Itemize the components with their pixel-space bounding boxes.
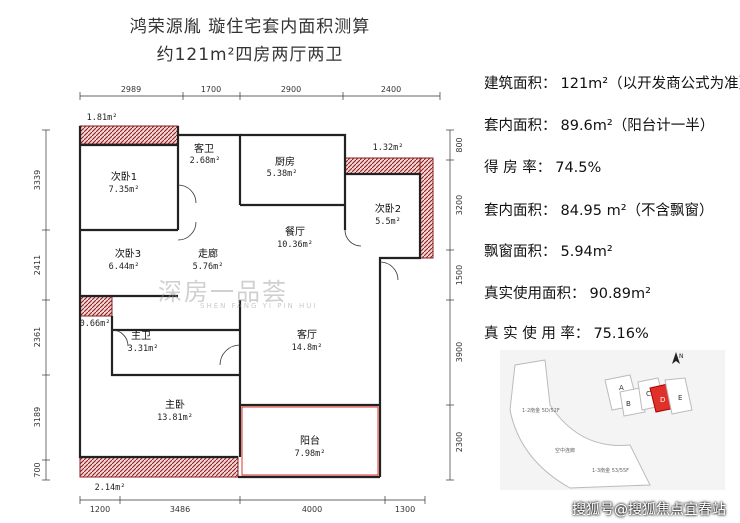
room-area: 6.44m² [109, 262, 140, 272]
room-name: 客厅 [297, 328, 317, 341]
dim-top: 1700 [201, 85, 221, 94]
walls [78, 126, 422, 479]
stat-label: 建筑面积： [484, 76, 557, 92]
building-1 [509, 359, 651, 489]
watermark-sub: SHEN FANG YI PIN HUI [200, 302, 318, 310]
dim-top: 2900 [281, 85, 301, 94]
room-area: 14.8m² [292, 343, 323, 353]
dim-bottom: 1200 [90, 505, 110, 514]
dim-bottom: 4000 [302, 505, 322, 514]
room-area: 10.36m² [277, 240, 313, 250]
stat-value: 89.6m²（阳台计一半） [560, 118, 715, 134]
stat-value: 75.16% [593, 326, 649, 342]
footer-credit: 搜狐号@搜狐焦点宜春站 [572, 502, 726, 518]
page-title: 鸿荣源胤 璇住宅套内面积测算 [129, 17, 371, 37]
dim-left: 700 [33, 462, 42, 477]
room-name: 主卫 [131, 330, 151, 342]
room-area: 2.68m² [190, 156, 221, 166]
stat-label: 真 实 使 用 率： [484, 326, 590, 342]
stat-row: 得 房 率：74.5% [484, 156, 601, 177]
room-name: 餐厅 [285, 225, 305, 238]
watermark-logo: 深房一品荟 [158, 278, 288, 306]
dim-right: 1500 [455, 265, 464, 285]
building-label: E [678, 394, 682, 402]
room-name: 次卧3 [115, 247, 141, 260]
bay-area: 1.81m² [87, 113, 118, 123]
dim-left: 3339 [33, 170, 42, 190]
page-subtitle: 约121m²四房两厅两卫 [156, 45, 344, 65]
building-label: C [646, 390, 651, 398]
room-area: 3.31m² [128, 344, 159, 354]
north-label: N [679, 353, 684, 360]
stat-label: 套内面积： [484, 118, 557, 134]
stat-value: 121m²（以开发商公式为准） [560, 76, 740, 92]
room-name: 次卧1 [111, 170, 137, 183]
stat-row: 飘窗面积：5.94m² [484, 240, 613, 261]
room-name: 走廊 [198, 247, 218, 260]
stat-value: 74.5% [555, 160, 602, 176]
building-e [664, 377, 693, 415]
room-area: 7.35m² [109, 185, 140, 195]
site-label: 空中连廊 [555, 447, 575, 454]
dimension-lines [42, 92, 454, 504]
building-b [619, 387, 646, 417]
room-area: 5.5m² [375, 217, 401, 227]
dim-left: 2411 [33, 255, 42, 275]
dim-right: 800 [455, 137, 464, 152]
stat-row: 套内面积：89.6m²（阳台计一半） [484, 114, 714, 135]
stat-label: 真实使用面积： [484, 286, 586, 302]
dim-top: 2400 [381, 85, 401, 94]
stat-label: 套内面积： [484, 203, 557, 219]
dimension-labels: 2989 1700 2900 2400 1200 3486 4000 1300 … [33, 85, 464, 514]
room-area: 5.38m² [267, 169, 298, 179]
dim-left: 3189 [33, 407, 42, 427]
room-area: 13.81m² [157, 413, 193, 423]
stat-row: 建筑面积：121m²（以开发商公式为准） [484, 72, 740, 93]
building-label: A [619, 384, 624, 392]
room-labels: 次卧1 7.35m² 客卫 2.68m² 厨房 5.38m² 次卧2 5.5m²… [80, 113, 404, 493]
stat-label: 飘窗面积： [484, 244, 557, 260]
room-name: 厨房 [275, 155, 295, 168]
room-name: 主卧 [165, 398, 185, 411]
room-area: 5.76m² [193, 262, 224, 272]
bay-area: 2.14m² [95, 483, 126, 493]
north-arrow-icon [672, 352, 680, 364]
dim-right: 3200 [455, 195, 464, 215]
building-label: D [660, 396, 665, 404]
dim-top: 2989 [121, 85, 141, 94]
dim-bottom: 3486 [170, 505, 190, 514]
stat-row: 真实使用面积：90.89m² [484, 282, 651, 303]
site-map: A B C D E 1-2南金 5D/52F 1-3南金 53/55F 空中连廊… [500, 350, 725, 490]
room-name: 阳台 [300, 434, 320, 447]
dim-left: 2361 [33, 327, 42, 347]
bay-area: 0.66m² [80, 319, 111, 329]
stat-label: 得 房 率： [484, 160, 552, 176]
room-name: 次卧2 [375, 202, 401, 215]
dim-right: 3900 [455, 342, 464, 362]
site-label: 1-3南金 53/55F [592, 467, 629, 474]
room-area: 7.98m² [295, 449, 326, 459]
floor-plan: 2989 1700 2900 2400 1200 3486 4000 1300 … [33, 85, 464, 514]
dim-right: 2300 [455, 432, 464, 452]
stat-value: 84.95 m²（不含飘窗） [560, 203, 714, 219]
stat-row: 真 实 使 用 率：75.16% [484, 322, 649, 343]
dim-bottom: 1300 [395, 505, 415, 514]
door-swings [111, 184, 399, 366]
stat-value: 5.94m² [560, 244, 613, 260]
balcony-rail [241, 406, 379, 476]
bay-area: 1.32m² [373, 143, 404, 153]
building-label: B [626, 400, 631, 408]
bay-windows [79, 125, 434, 478]
room-name: 客卫 [194, 142, 214, 155]
site-label: 1-2南金 5D/52F [522, 407, 560, 414]
stat-value: 90.89m² [589, 286, 651, 302]
stat-row: 套内面积：84.95 m²（不含飘窗） [484, 199, 714, 220]
